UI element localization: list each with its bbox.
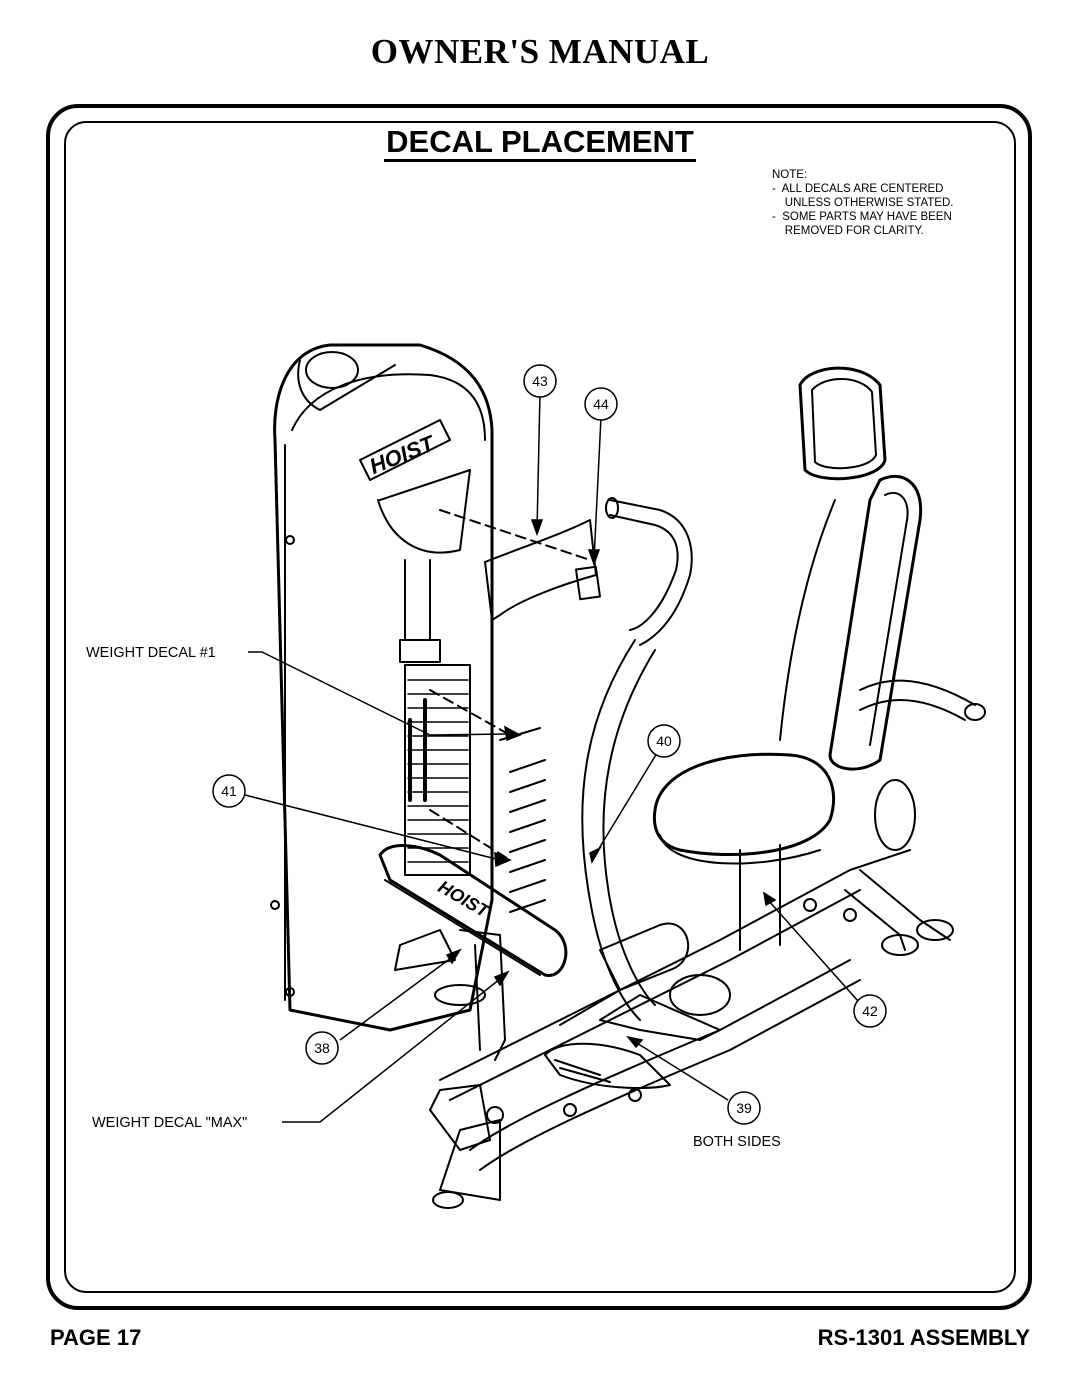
callout-44-text: 44	[593, 396, 609, 412]
callout-38	[305, 1031, 339, 1065]
handle-bars	[581, 497, 986, 1021]
leader-lines	[244, 392, 859, 1123]
callout-39-text: 39	[736, 1100, 752, 1116]
callout-44	[584, 387, 618, 421]
assembly-title: RS-1301 ASSEMBLY	[817, 1325, 1030, 1350]
svg-text:HOIST: HOIST	[366, 430, 439, 479]
leg-pad: HOIST	[378, 844, 568, 1061]
seat-assembly	[652, 366, 923, 951]
note-line: - SOME PARTS MAY HAVE BEEN	[772, 211, 952, 223]
callout-42	[853, 994, 887, 1028]
decal-panels	[439, 509, 601, 621]
callout-43	[523, 364, 557, 398]
manual-title: OWNER'S MANUAL	[370, 32, 710, 71]
note-line: REMOVED FOR CLARITY.	[772, 225, 924, 237]
weight-decal-strips	[429, 689, 546, 913]
both-sides-label: BOTH SIDES	[693, 1134, 781, 1150]
weight-decal-1-label: WEIGHT DECAL #1	[86, 645, 216, 661]
note-line: - ALL DECALS ARE CENTERED	[772, 183, 944, 195]
weight-decal-max-label: WEIGHT DECAL "MAX"	[92, 1115, 247, 1131]
foot-pedals	[544, 922, 731, 1089]
page-frame-outer	[46, 104, 1032, 1310]
callout-39	[727, 1091, 761, 1125]
frame-base	[429, 849, 954, 1209]
page-number: PAGE 17	[50, 1325, 142, 1350]
note-line: NOTE:	[772, 169, 808, 181]
callout-40	[647, 724, 681, 758]
callout-41-text: 41	[221, 783, 237, 799]
callout-38-text: 38	[314, 1040, 330, 1056]
weight-tower: HOIST	[270, 343, 494, 1032]
note-block: NOTE: - ALL DECALS ARE CENTERED UNLESS O…	[772, 168, 1012, 238]
callout-42-text: 42	[862, 1003, 878, 1019]
section-title: DECAL PLACEMENT	[0, 124, 1080, 162]
callout-40-text: 40	[656, 733, 672, 749]
page-frame-inner	[64, 121, 1016, 1293]
callout-41	[212, 774, 246, 808]
note-line: UNLESS OTHERWISE STATED.	[772, 197, 954, 209]
section-title-text: DECAL PLACEMENT	[384, 124, 696, 162]
callout-43-text: 43	[532, 373, 548, 389]
